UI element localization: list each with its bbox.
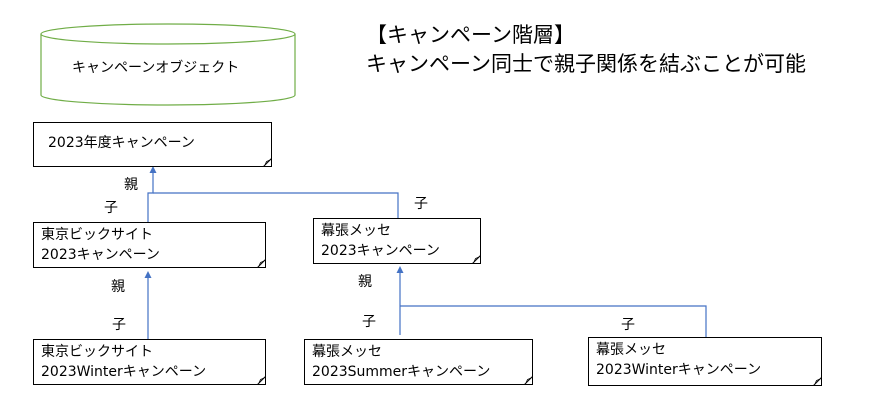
title-line-2: キャンペーン同士で親子関係を結ぶことが可能	[366, 52, 806, 76]
folded-corner-icon	[263, 158, 271, 166]
campaign-box-makuhari-winter: 幕張メッセ 2023Winterキャンペーン	[588, 337, 822, 386]
child-label-makuhari: 子	[414, 196, 428, 212]
campaign-name-line-2: 2023キャンペーン	[321, 243, 440, 259]
child-label-tokyo-winter: 子	[112, 317, 126, 333]
database-label: キャンペーンオブジェクト	[72, 60, 240, 76]
child-label-tokyo: 子	[104, 200, 118, 216]
database-cylinder-top	[40, 23, 296, 45]
campaign-name-line-2: 2023Summerキャンペーン	[312, 364, 491, 380]
folded-corner-icon	[524, 376, 532, 384]
folded-corner-icon	[813, 377, 821, 385]
parent-label-tokyo: 親	[111, 279, 125, 295]
campaign-name: 2023年度キャンペーン	[48, 135, 195, 151]
arrow-head-tokyo-icon	[144, 271, 152, 278]
child-label-makuhari-winter: 子	[621, 317, 635, 333]
parent-label-makuhari: 親	[358, 274, 372, 290]
connector-makuhari-to-root	[153, 192, 399, 218]
child-label-makuhari-summer: 子	[362, 314, 376, 330]
database-cylinder-body	[40, 34, 296, 106]
campaign-name-line-2: 2023Winterキャンペーン	[596, 362, 762, 378]
arrow-head-makuhari-icon	[396, 266, 404, 273]
database-cylinder-icon	[40, 23, 296, 106]
arrow-head-root-icon	[149, 166, 157, 173]
campaign-name-line-2: 2023キャンペーン	[41, 247, 160, 263]
title-line-1: 【キャンペーン階層】	[366, 23, 575, 47]
campaign-box-makuhari-summer: 幕張メッセ 2023Summerキャンペーン	[304, 339, 533, 385]
campaign-box-tokyo-winter: 東京ビックサイト 2023Winterキャンペーン	[33, 339, 266, 385]
campaign-box-tokyo: 東京ビックサイト 2023キャンペーン	[33, 222, 266, 268]
campaign-name-line-1: 東京ビックサイト	[41, 344, 153, 360]
parent-label-root: 親	[124, 177, 138, 193]
campaign-name-line-1: 幕張メッセ	[596, 342, 666, 358]
campaign-name-line-1: 幕張メッセ	[321, 223, 391, 239]
connector-tokyo-to-root	[147, 170, 154, 222]
campaign-name-line-2: 2023Winterキャンペーン	[41, 364, 207, 380]
campaign-box-root: 2023年度キャンペーン	[33, 122, 272, 167]
campaign-name-line-1: 東京ビックサイト	[41, 227, 153, 243]
folded-corner-icon	[472, 255, 480, 263]
folded-corner-icon	[257, 376, 265, 384]
folded-corner-icon	[257, 259, 265, 267]
campaign-name-line-1: 幕張メッセ	[312, 344, 382, 360]
campaign-box-makuhari: 幕張メッセ 2023キャンペーン	[313, 218, 481, 264]
connector-makuhari-winter-to-makuhari	[400, 305, 707, 337]
